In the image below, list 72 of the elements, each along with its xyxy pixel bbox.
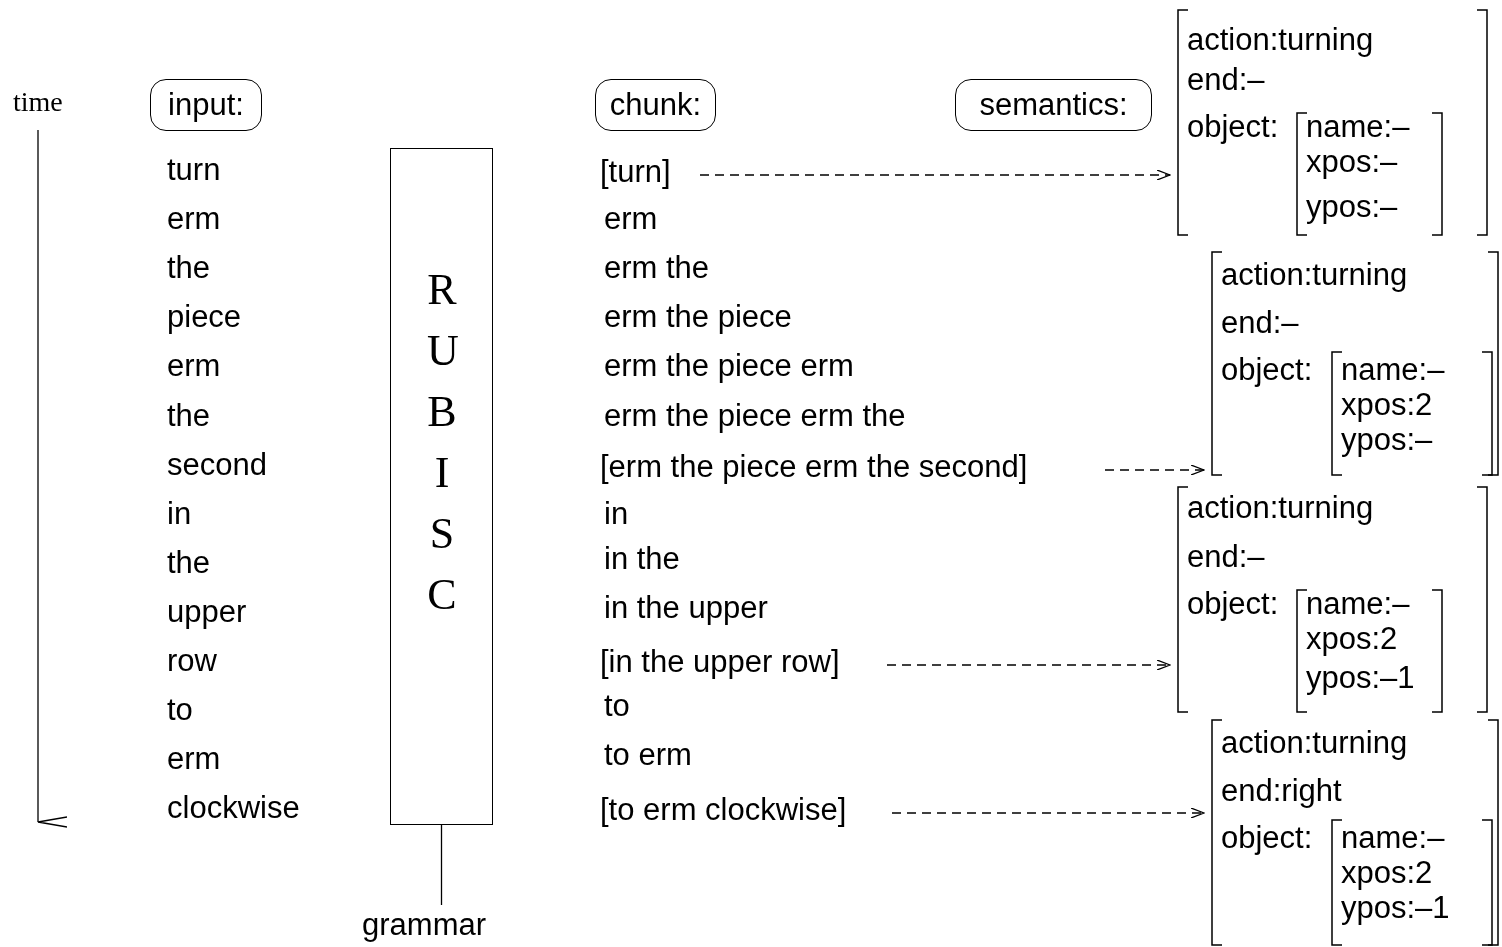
feature-text: end:right — [1221, 773, 1342, 809]
feature-text: object: — [1221, 820, 1313, 856]
input-word: erm — [167, 741, 221, 778]
chunk-text: [turn] — [600, 152, 700, 192]
rounded-heading-box: semantics: — [955, 79, 1152, 131]
rounded-heading-box: chunk: — [595, 79, 716, 131]
feature-text: ypos:–1 — [1341, 890, 1450, 926]
feature-text: name:– — [1341, 352, 1445, 388]
feature-text: action:turning — [1187, 22, 1374, 58]
feature-structure — [1332, 352, 1492, 475]
chunk-text: in — [604, 495, 629, 532]
input-word: erm — [167, 348, 221, 385]
feature-structure — [1297, 113, 1442, 235]
chunk-text: to — [604, 688, 630, 725]
feature-structure — [1178, 487, 1487, 712]
feature-text: object: — [1187, 586, 1279, 622]
feature-text: object: — [1221, 352, 1313, 388]
connector-line — [440, 824, 443, 906]
arrow — [891, 807, 1205, 819]
input-word: upper — [167, 593, 247, 630]
feature-text: ypos:–1 — [1306, 660, 1415, 696]
feature-text: action:turning — [1221, 725, 1408, 761]
chunk-text: erm the piece erm — [604, 348, 854, 385]
feature-text: end:– — [1221, 305, 1299, 341]
input-word: the — [167, 397, 211, 434]
input-word: turn — [167, 152, 221, 188]
rounded-heading-box: input: — [150, 79, 262, 131]
feature-text: name:– — [1306, 109, 1410, 145]
chunk-text: erm — [604, 201, 658, 238]
feature-text: action:turning — [1221, 257, 1408, 293]
feature-text: name:– — [1306, 586, 1410, 622]
feature-text: ypos:– — [1306, 189, 1398, 225]
input-word: the — [167, 544, 211, 581]
feature-text: xpos:2 — [1341, 855, 1433, 891]
input-word: second — [167, 446, 267, 483]
feature-text: object: — [1187, 109, 1279, 145]
input-word: to — [167, 692, 193, 729]
chunk-text: [to erm clockwise] — [600, 790, 892, 830]
grammar-label: grammar — [362, 905, 512, 945]
arrow — [886, 659, 1171, 671]
feature-text: xpos:– — [1306, 144, 1398, 180]
input-word: row — [167, 643, 217, 679]
feature-structure — [1178, 10, 1487, 235]
feature-structure — [1212, 720, 1498, 945]
input-word: the — [167, 250, 211, 287]
chunk-text: erm the piece erm the — [604, 397, 906, 434]
arrow — [699, 169, 1171, 181]
chunk-text: [erm the piece erm the second] — [600, 447, 1105, 487]
feature-structure — [1332, 820, 1492, 945]
feature-text: end:– — [1187, 539, 1265, 575]
input-word: piece — [167, 299, 242, 336]
input-word: in — [167, 495, 192, 532]
input-word: clockwise — [167, 790, 300, 827]
chunk-text: [in the upper row] — [600, 642, 887, 682]
feature-structure — [1212, 252, 1498, 475]
feature-text: name:– — [1341, 820, 1445, 856]
feature-text: end:– — [1187, 62, 1265, 98]
chunk-text: erm the piece — [604, 299, 792, 336]
arrow — [1104, 464, 1205, 476]
feature-text: action:turning — [1187, 490, 1374, 526]
input-word: erm — [167, 201, 221, 238]
chunk-text: to erm — [604, 737, 692, 774]
chunk-text: in the upper — [604, 589, 768, 626]
feature-structure — [1297, 590, 1442, 712]
feature-text: xpos:2 — [1306, 621, 1398, 657]
vertical-letters: R U B I S C — [427, 264, 457, 621]
chunk-text: erm the — [604, 250, 710, 287]
feature-text: ypos:– — [1341, 422, 1433, 458]
axis-label: time — [13, 85, 63, 119]
feature-text: xpos:2 — [1341, 387, 1433, 423]
parser-box — [390, 148, 493, 825]
chunk-text: in the — [604, 540, 680, 577]
